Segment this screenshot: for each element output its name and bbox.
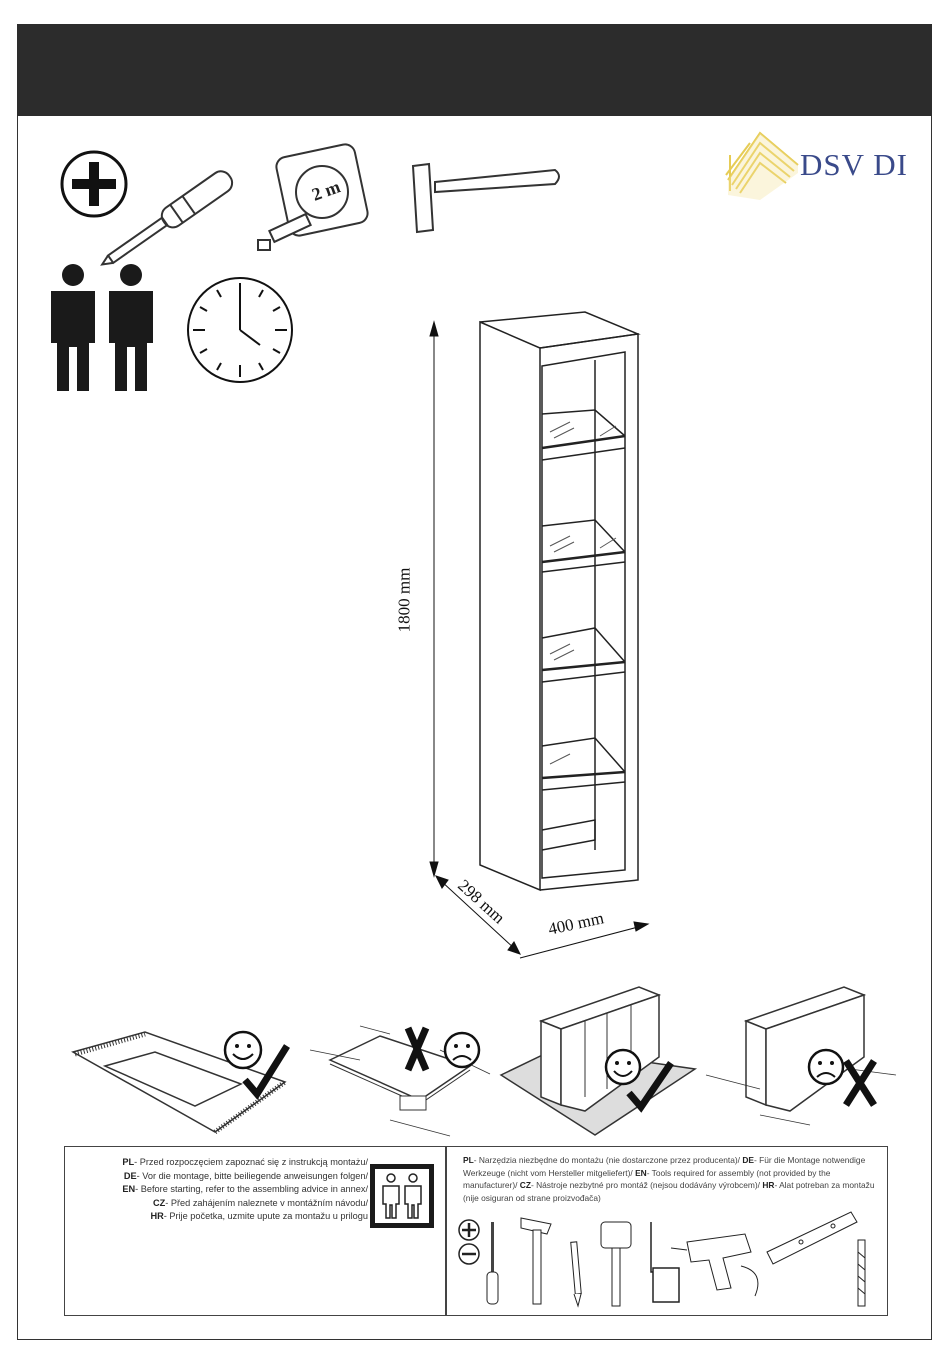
- allen-key-icon: [650, 1222, 680, 1303]
- smiley-icon: [604, 1048, 642, 1086]
- two-people-icon: [51, 264, 153, 391]
- assembly-example-wrong-1: [309, 1025, 491, 1137]
- assembly-example-wrong-2: [705, 986, 897, 1126]
- instruction-line: PL- Przed rozpoczęciem zapoznać się z in…: [122, 1157, 368, 1167]
- info-box: [64, 1146, 888, 1316]
- brand-name: DSV DI: [800, 147, 908, 182]
- instruction-line: DE- Vor die montage, bitte beiliegende a…: [123, 1170, 368, 1181]
- rubber-mallet-icon: [600, 1221, 632, 1307]
- instructions-left: PL- Przed rozpoczęciem zapoznać się z in…: [68, 1156, 368, 1224]
- instruction-line: EN- Before starting, refer to the assemb…: [122, 1184, 368, 1194]
- height-dimension: 1800 mm: [394, 567, 414, 633]
- pencil-icon: [570, 1241, 582, 1308]
- cabinet-drawing: [429, 311, 650, 959]
- phillips-screwdriver-icon: [60, 150, 234, 266]
- clock-icon: [187, 277, 293, 383]
- brand-logo-icon: [725, 131, 799, 200]
- instruction-line: CZ- Před zahájením naleznete v montážním…: [153, 1197, 368, 1208]
- drill-bit-icon: [857, 1239, 866, 1307]
- assembly-example-correct-1: [71, 1030, 290, 1135]
- assembly-example-correct-2: [499, 986, 698, 1136]
- smiley-icon: [223, 1030, 263, 1070]
- drill-icon: [670, 1233, 759, 1297]
- hammer-icon: [411, 162, 560, 234]
- frown-icon: [443, 1031, 481, 1069]
- info-divider: [445, 1146, 447, 1316]
- checkmark-icon: [242, 1044, 290, 1100]
- tool-icons-row: [458, 1211, 866, 1308]
- header-bar: [17, 24, 932, 116]
- plus-minus-screwdriver-icon: [458, 1219, 499, 1305]
- level-icon: [766, 1211, 858, 1265]
- checkmark-icon: [626, 1061, 674, 1113]
- instruction-line: HR- Prije početka, uzmite upute za monta…: [150, 1211, 368, 1221]
- two-people-book-icon: [370, 1164, 434, 1228]
- frown-icon: [807, 1048, 845, 1086]
- instructions-right: PL- Narzędzia niezbędne do montażu (nie …: [463, 1155, 875, 1203]
- hammer-icon: [520, 1217, 552, 1305]
- tape-measure-icon: 2 m: [257, 143, 369, 251]
